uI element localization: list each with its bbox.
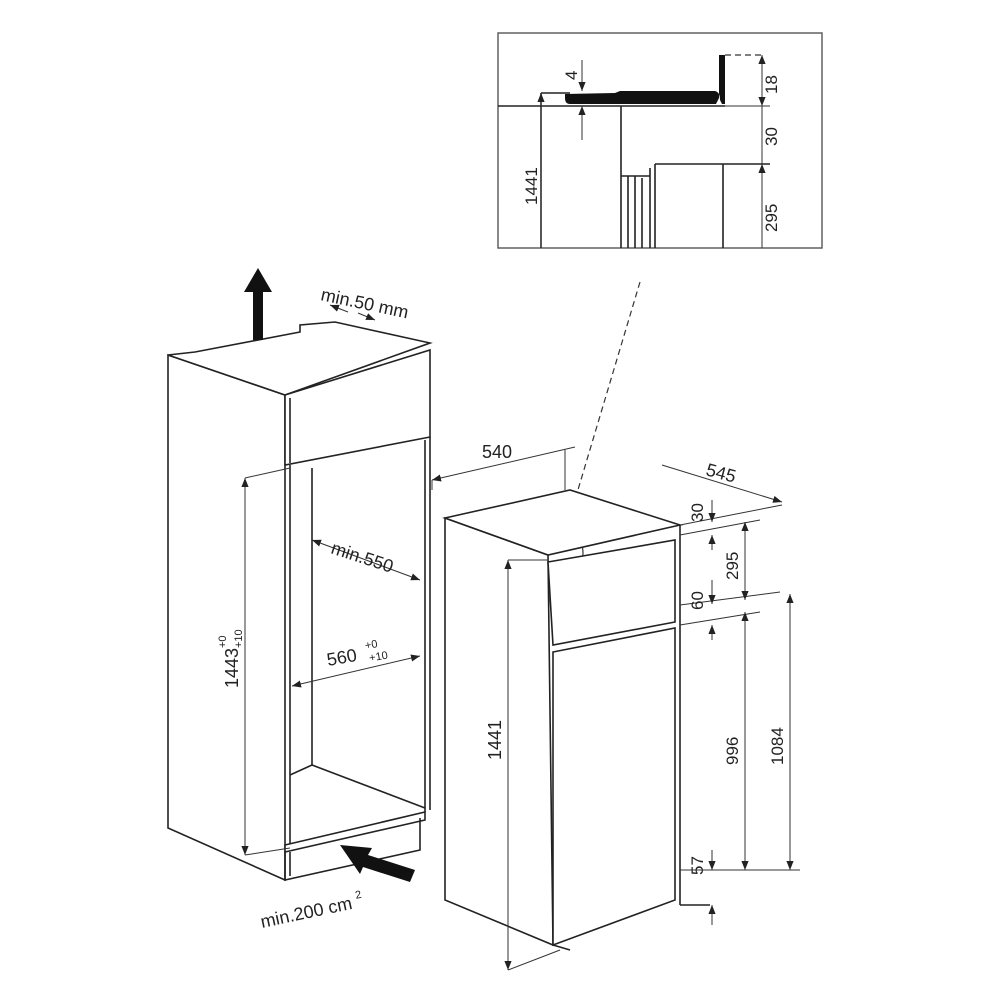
dim-295-label: 295 [723,552,742,580]
cabinet-side-panel [167,353,286,882]
fridge-appliance: 540 545 30 295 60 996 1084 57 1441 [431,442,800,971]
width-label: 540 [482,442,512,462]
niche-width-tol-plus: +0 [364,638,378,652]
niche-height-label: 1443 [222,648,242,688]
inset-dim-4: 4 [562,71,581,80]
inset-dim-30: 30 [762,127,781,146]
dim-30-label: 30 [688,503,707,522]
cabinet-niche: min.50 mm min.550 560 +0 +10 1443 +0 +10… [167,268,433,932]
vent-in-arrow-icon [340,845,415,882]
inner-depth-label: min.550 [329,538,396,577]
inset-dim-295: 295 [762,204,781,232]
niche-height-tol-plus: +0 [217,635,229,648]
freezer-door [547,539,676,646]
height-label: 1441 [485,720,505,760]
vent-bottom-label: min.200 cm [259,893,354,932]
depth-label: 545 [704,460,738,487]
inset-dim-1441: 1441 [522,167,541,205]
niche-width-tol-minus: +10 [368,650,388,665]
dim-996-label: 996 [723,737,742,765]
dim-57-label: 57 [688,856,707,875]
niche-width-label: 560 [325,645,358,670]
detail-inset: 4 18 30 1441 295 [497,32,823,249]
inset-frame [497,32,823,249]
dim-60-label: 60 [688,591,707,610]
hinge-cover [565,55,725,104]
dim-1084-label: 1084 [768,727,787,765]
inset-dim-18: 18 [762,75,781,94]
niche-height-tol-minus: +10 [233,629,245,648]
vent-bottom-sup: 2 [354,889,362,902]
fridge-door [552,627,676,947]
vent-up-arrow-icon [244,268,272,340]
vent-top-label: min.50 mm [319,284,410,322]
